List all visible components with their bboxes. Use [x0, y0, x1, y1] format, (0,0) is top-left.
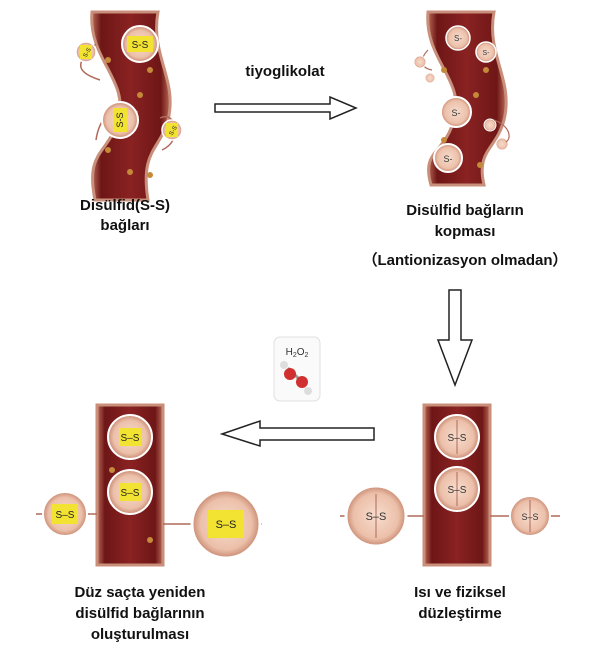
broken-bond-node: S- — [445, 25, 471, 51]
disulfide-bond-node: S-S — [159, 115, 183, 151]
split-bond-node: S–S — [344, 484, 408, 548]
step2-line1: Disülfid bağların — [406, 202, 524, 219]
split-bond-node: S–S — [434, 414, 480, 460]
step3-line1: Isı ve fiziksel — [414, 584, 506, 601]
step1-caption: Disülfid(S-S) bağları — [40, 196, 210, 236]
broken-label: S- — [483, 50, 491, 57]
bond-label: S-S — [132, 40, 149, 51]
bond-label: S–S — [121, 488, 140, 499]
step3-caption: Isı ve fiziksel düzleştirme — [380, 582, 540, 624]
reagent-h: H — [286, 347, 293, 358]
bond-label: S–S — [521, 512, 538, 522]
left-arrow — [219, 419, 375, 448]
disulfide-bond-node: S-S — [75, 41, 101, 81]
step1-line2: bağları — [100, 217, 150, 234]
step4-line3: oluşturulması — [90, 626, 190, 643]
h2o2-molecule-icon: H2O2 — [273, 336, 321, 402]
bond-label: S–S — [448, 485, 467, 496]
broken-bond-node — [413, 49, 436, 84]
disulfide-bond-node: S–S — [107, 414, 153, 460]
step1-line1: Disülfid(S-S) — [80, 197, 170, 214]
step2-line3: （Lantionizasyon olmadan） — [362, 252, 568, 269]
broken-label: S- — [454, 34, 462, 43]
disulfide-bond-node: S–S — [190, 488, 262, 560]
bond-label: S-S — [169, 125, 179, 137]
step4-line2: disülfid bağlarının — [75, 605, 205, 622]
broken-label: S- — [444, 154, 453, 164]
broken-bond-node — [483, 118, 510, 151]
step4-line1: Düz saçta yeniden — [74, 584, 206, 601]
broken-label: S- — [452, 108, 461, 118]
bond-label: S–S — [121, 433, 140, 444]
reagent-o: O — [297, 347, 305, 358]
disulfide-bond-node: S-S — [121, 25, 159, 63]
reagent-label: tiyoglikolat — [215, 62, 355, 82]
split-bond-node: S–S — [509, 495, 551, 537]
broken-bond-node: S- — [433, 143, 463, 173]
reagent-sub1: 2 — [293, 352, 297, 359]
svg-text:H2O2: H2O2 — [286, 347, 309, 359]
bond-label: S-S — [115, 112, 125, 127]
bond-label: S–S — [216, 519, 237, 531]
step3-line2: düzleştirme — [418, 605, 502, 622]
split-bond-node: S–S — [434, 466, 480, 512]
broken-bond-node: S- — [475, 41, 497, 63]
disulfide-bond-node: S–S — [42, 491, 88, 537]
step2-caption: Disülfid bağların kopması （Lantionizasyo… — [340, 200, 590, 271]
down-arrow — [436, 289, 474, 388]
disulfide-bond-node: S–S — [107, 469, 153, 515]
bond-label: S–S — [56, 510, 75, 521]
bond-label: S-S — [83, 47, 93, 59]
thioglycolate-label: tiyoglikolat — [245, 63, 325, 80]
bond-label: S–S — [448, 433, 467, 444]
broken-bond-node: S- — [440, 96, 472, 128]
disulfide-bond-node: S-S — [95, 101, 139, 141]
step2-line2: kopması — [434, 223, 496, 240]
step4-caption: Düz saçta yeniden disülfid bağlarının ol… — [40, 582, 240, 645]
bond-label: S–S — [366, 511, 387, 523]
reagent-sub2: 2 — [305, 352, 309, 359]
right-arrow — [214, 95, 358, 121]
